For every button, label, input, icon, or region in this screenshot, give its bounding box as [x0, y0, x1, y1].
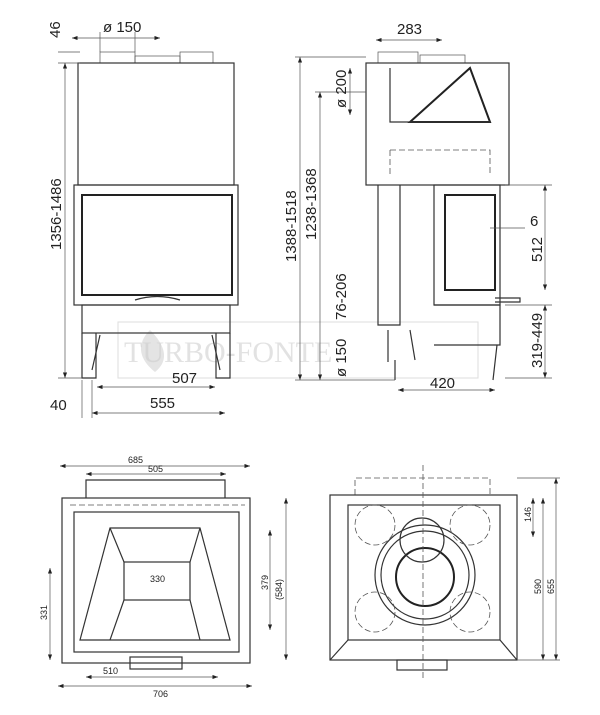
dim-bottom-depth: 420 — [430, 375, 455, 392]
dim-bottom-overall: 706 — [153, 689, 168, 699]
dim-base-height: 319-449 — [529, 313, 546, 368]
dim-depth: 590 — [533, 579, 543, 594]
side-view: 283 1388-1518 1238-1368 ø 200 76-206 ø 1… — [283, 21, 552, 393]
watermark: TURBO-FONTE — [117, 321, 479, 379]
dim-flue-diameter: ø 150 — [103, 19, 141, 36]
dim-depth-inner-alt: (584) — [274, 579, 284, 600]
dim-top-depth: 283 — [397, 21, 422, 38]
dim-bottom-inner: 510 — [103, 666, 118, 676]
watermark-text: TURBO-FONTE — [124, 336, 332, 369]
dim-inlet-range: 76-206 — [333, 273, 350, 320]
dim-overall-width: 685 — [128, 455, 143, 465]
dim-total-height: 1356-1486 — [48, 178, 65, 250]
dim-depth-front: 331 — [39, 605, 49, 620]
dim-air-diameter: ø 200 — [333, 70, 350, 108]
front-view: ø 150 46 1356-1486 507 555 40 — [47, 19, 239, 418]
dim-side-offset: 40 — [50, 397, 67, 414]
dim-height-air: 1238-1368 — [303, 168, 320, 240]
dim-flue-offset: 146 — [523, 507, 533, 522]
plan-view: 685 505 330 379 (584) 331 510 706 — [39, 455, 289, 699]
dim-inlet-diameter: ø 150 — [333, 339, 350, 377]
dim-firebox-width: 330 — [150, 574, 165, 584]
dim-flue-height: 46 — [47, 21, 64, 38]
dim-inner-width: 507 — [172, 370, 197, 387]
dim-height-total: 1388-1518 — [283, 190, 300, 262]
dim-outer-width: 555 — [150, 395, 175, 412]
flame-logo-icon — [140, 330, 165, 372]
dim-door-height: 512 — [529, 237, 546, 262]
rear-view: 146 590 655 — [329, 465, 560, 680]
dim-depth-inner: 379 — [260, 575, 270, 590]
dim-depth-overall: 655 — [546, 579, 556, 594]
dim-glass-offset: 6 — [530, 213, 538, 230]
dim-top-width: 505 — [148, 464, 163, 474]
